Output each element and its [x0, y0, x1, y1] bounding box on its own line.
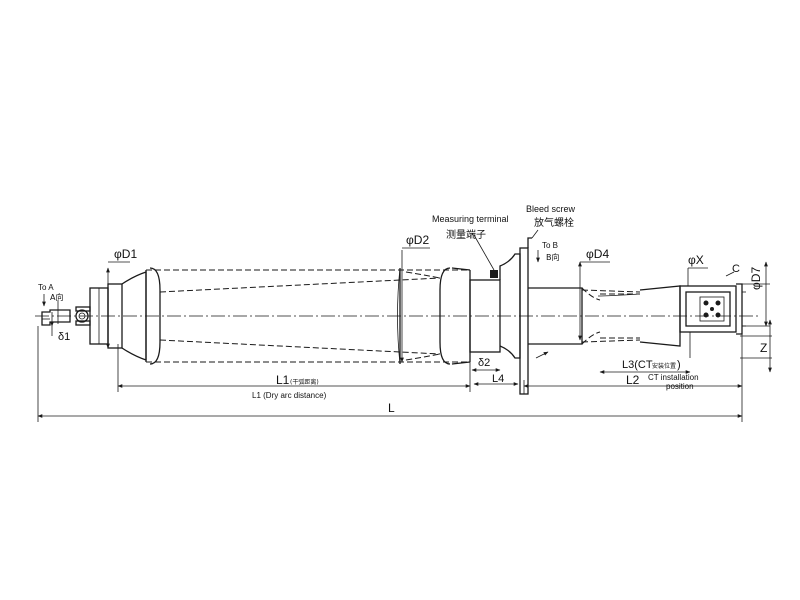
bleed-screw [527, 229, 539, 248]
label-a-dir: A向 [50, 292, 63, 302]
label-z: Z [760, 341, 767, 355]
labels: To A A向 δ1 φD1 φD2 Measuring terminal 测量… [38, 204, 767, 415]
label-to-a: To A [38, 283, 54, 292]
label-l3-close: ) [677, 359, 681, 371]
label-bleed-screw-cn: 放气螺栓 [534, 216, 574, 229]
label-l4: L4 [492, 373, 504, 385]
label-ox: φX [688, 253, 704, 267]
label-od7: φD7 [749, 267, 763, 290]
label-bleed-screw: Bleed screw [526, 204, 576, 214]
label-l: L [388, 401, 395, 415]
label-l1-en: L1 (Dry arc distance) [252, 391, 327, 400]
oil-side-terminal [679, 283, 746, 335]
measuring-terminal-block [490, 270, 498, 278]
label-l2: L2 [626, 373, 640, 387]
label-od4: φD4 [586, 247, 609, 261]
label-l1: L1 [276, 373, 290, 387]
label-ct-install-2: position [666, 382, 694, 391]
label-delta2: δ2 [478, 357, 490, 369]
label-od1: φD1 [114, 247, 137, 261]
label-l3: L3(CT [622, 359, 653, 371]
mounting-flange [469, 234, 529, 395]
label-od2: φD2 [406, 233, 429, 247]
label-l1-cn: (干弧距离) [290, 378, 319, 386]
label-delta1: δ1 [58, 331, 70, 343]
label-ct-install-1: CT installation [648, 373, 699, 382]
label-measuring-terminal-cn: 测量端子 [446, 228, 486, 241]
label-to-b: To B [542, 241, 558, 250]
label-l3-cn: 安装位置 [652, 362, 676, 370]
dimension-lines [37, 247, 772, 422]
label-c: C [732, 263, 740, 275]
label-b-dir: B向 [546, 252, 560, 262]
label-measuring-terminal: Measuring terminal [432, 214, 509, 224]
